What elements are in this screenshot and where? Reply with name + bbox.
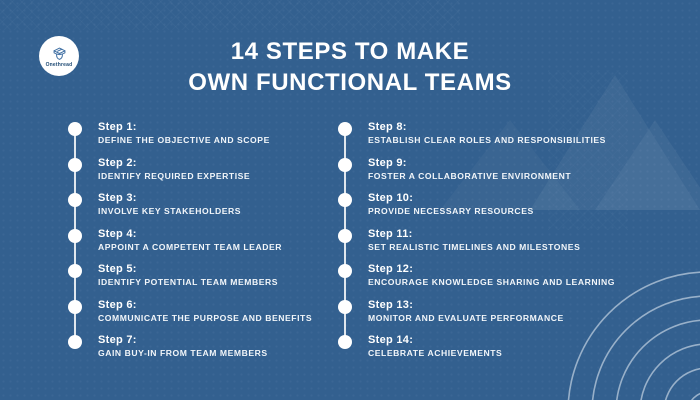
step-text: Step 1: DEFINE THE OBJECTIVE AND SCOPE [98,121,270,147]
step-label: Step 7: [98,334,137,346]
step-label: Step 14: [368,334,414,346]
step-description: ESTABLISH CLEAR ROLES AND RESPONSIBILITI… [368,135,606,145]
step-description: GAIN BUY-IN FROM TEAM MEMBERS [98,348,268,358]
step-bullet [68,193,82,207]
step-description: CELEBRATE ACHIEVEMENTS [368,348,503,358]
step-bullet [338,264,352,278]
zigzag-texture-top [0,0,460,30]
step-text: Step 4: APPOINT A COMPETENT TEAM LEADER [98,228,282,254]
step-bullet [68,157,82,172]
step-bullet [338,228,352,243]
step-text: Step 5: IDENTIFY POTENTIAL TEAM MEMBERS [98,263,278,289]
step-text: Step 9: FOSTER A COLLABORATIVE ENVIRONME… [368,157,571,183]
step-bullet [338,335,352,349]
step-description: MONITOR AND EVALUATE PERFORMANCE [368,312,564,323]
step-label: Step 9: [368,156,407,169]
title-line-1: 14 STEPS TO MAKE [230,38,470,65]
brand-name: Onethread [45,61,73,68]
step-bullet [338,122,352,136]
step-text: Step 11: SET REALISTIC TIMELINES AND MIL… [368,228,580,254]
step-label: Step 6: [98,298,137,311]
step-label: Step 13: [368,298,414,311]
thread-spool-icon [53,47,65,60]
step-bullet [68,299,82,314]
step-label: Step 3: [98,192,137,204]
step-label: Step 10: [368,192,414,204]
step-bullet [68,228,82,243]
step-description: ENCOURAGE KNOWLEDGE SHARING AND LEARNING [368,277,616,287]
step-text: Step 12: ENCOURAGE KNOWLEDGE SHARING AND… [368,263,615,289]
step-description: APPOINT A COMPETENT TEAM LEADER [98,241,282,252]
step-text: Step 10: PROVIDE NECESSARY RESOURCES [368,192,534,218]
step-description: COMMUNICATE THE PURPOSE AND BENEFITS [98,312,313,323]
step-description: IDENTIFY POTENTIAL TEAM MEMBERS [98,277,279,287]
step-label: Step 5: [98,263,137,275]
step-label: Step 12: [368,263,414,275]
step-label: Step 4: [98,227,137,240]
title-line-2: OWN FUNCTIONAL TEAMS [188,69,512,96]
step-bullet [68,122,82,136]
infographic-title: 14 STEPS TO MAKE OWN FUNCTIONAL TEAMS [0,36,700,98]
step-description: PROVIDE NECESSARY RESOURCES [368,206,534,216]
step-bullet [68,264,82,278]
step-description: INVOLVE KEY STAKEHOLDERS [98,206,242,216]
step-description: SET REALISTIC TIMELINES AND MILESTONES [368,241,581,252]
step-description: FOSTER A COLLABORATIVE ENVIRONMENT [368,170,572,181]
step-text: Step 13: MONITOR AND EVALUATE PERFORMANC… [368,299,564,325]
logo: Onethread [39,36,79,76]
step-description: DEFINE THE OBJECTIVE AND SCOPE [98,135,270,145]
step-label: Step 8: [368,121,407,133]
step-text: Step 14: CELEBRATE ACHIEVEMENTS [368,334,502,360]
step-text: Step 6: COMMUNICATE THE PURPOSE AND BENE… [98,299,312,325]
step-text: Step 2: IDENTIFY REQUIRED EXPERTISE [98,157,250,183]
step-bullet [338,193,352,207]
step-label: Step 2: [98,156,137,169]
step-label: Step 1: [98,121,137,133]
step-bullet [68,335,82,349]
step-bullet [338,157,352,172]
step-bullet [338,299,352,314]
logo-circle: Onethread [39,36,79,76]
step-label: Step 11: [368,227,413,240]
step-text: Step 3: INVOLVE KEY STAKEHOLDERS [98,192,241,218]
step-text: Step 8: ESTABLISH CLEAR ROLES AND RESPON… [368,121,606,147]
step-description: IDENTIFY REQUIRED EXPERTISE [98,170,251,181]
step-text: Step 7: GAIN BUY-IN FROM TEAM MEMBERS [98,334,268,360]
